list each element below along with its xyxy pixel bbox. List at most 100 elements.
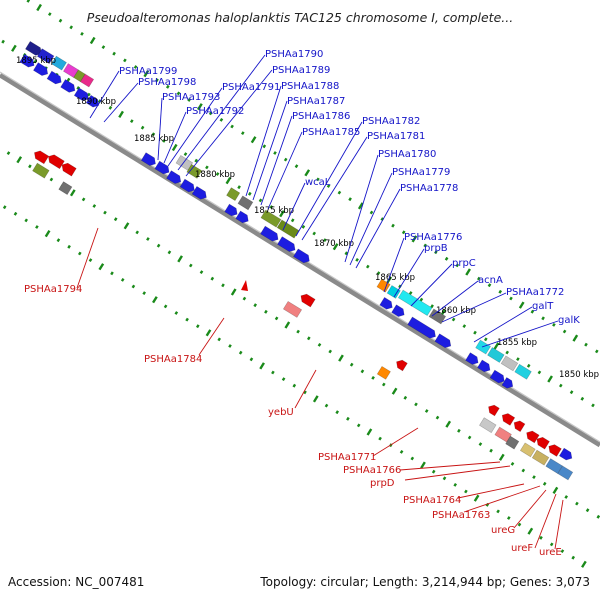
- gene-feature[interactable]: [407, 316, 438, 340]
- gene-feature[interactable]: [282, 300, 303, 318]
- gene-feature[interactable]: [428, 308, 447, 325]
- reverse-leader-lines: [76, 227, 564, 550]
- gene-label-pshaa1787[interactable]: PSHAa1787: [287, 96, 345, 107]
- gene-label-pshaa1789[interactable]: PSHAa1789: [272, 65, 330, 76]
- gene-label-pshaa1766[interactable]: PSHAa1766: [343, 465, 401, 476]
- gene-feature[interactable]: [154, 160, 172, 176]
- gene-feature[interactable]: [376, 365, 391, 380]
- gene-feature[interactable]: [535, 435, 550, 450]
- gene-feature[interactable]: [186, 163, 203, 179]
- gene-feature[interactable]: [191, 185, 209, 201]
- gene-feature[interactable]: [140, 152, 158, 168]
- gene-feature[interactable]: [558, 447, 574, 462]
- gene-label-galt[interactable]: galT: [532, 301, 554, 312]
- gene-feature[interactable]: [58, 181, 73, 195]
- gene-feature[interactable]: [73, 87, 91, 103]
- gene-label-galk[interactable]: galK: [558, 315, 580, 326]
- gene-label-pshaa1763[interactable]: PSHAa1763: [432, 510, 490, 521]
- gene-label-pshaa1776[interactable]: PSHAa1776: [404, 232, 462, 243]
- gene-feature[interactable]: [299, 292, 316, 308]
- gene-feature[interactable]: [557, 465, 574, 481]
- gene-label-pshaa1780[interactable]: PSHAa1780: [378, 149, 436, 160]
- gene-feature[interactable]: [237, 195, 254, 211]
- gene-feature[interactable]: [514, 363, 532, 380]
- gene-feature[interactable]: [51, 55, 67, 71]
- gene-label-pshaa1781[interactable]: PSHAa1781: [367, 131, 425, 142]
- gene-feature[interactable]: [60, 161, 77, 177]
- gene-feature[interactable]: [235, 210, 251, 225]
- gene-feature[interactable]: [500, 355, 519, 372]
- gene-feature[interactable]: [277, 236, 297, 254]
- gene-label-acna[interactable]: acnA: [478, 275, 503, 286]
- gene-feature[interactable]: [32, 162, 50, 179]
- gene-feature[interactable]: [531, 449, 550, 466]
- gene-feature[interactable]: [179, 178, 197, 194]
- gene-feature[interactable]: [60, 79, 78, 94]
- gene-label-pshaa1771[interactable]: PSHAa1771: [318, 452, 376, 463]
- gene-label-pshaa1792[interactable]: PSHAa1792: [186, 106, 244, 117]
- gene-label-uree[interactable]: ureE: [539, 547, 562, 558]
- gene-feature-marker[interactable]: [241, 280, 248, 291]
- gene-feature[interactable]: [386, 285, 401, 299]
- scale-tick: [262, 144, 267, 149]
- gene-feature[interactable]: [46, 70, 64, 86]
- gene-feature[interactable]: [32, 149, 50, 165]
- gene-label-pshaa1794[interactable]: PSHAa1794: [24, 284, 82, 295]
- gene-feature[interactable]: [394, 358, 408, 372]
- gene-feature[interactable]: [226, 187, 241, 201]
- gene-label-uref[interactable]: ureF: [511, 543, 533, 554]
- gene-feature[interactable]: [36, 48, 55, 65]
- scale-tick: [366, 428, 373, 436]
- gene-feature[interactable]: [486, 403, 500, 417]
- gene-label-wcal[interactable]: wcaL: [305, 177, 331, 188]
- gene-feature[interactable]: [501, 377, 515, 390]
- gene-feature[interactable]: [166, 170, 184, 186]
- scale-tick: [176, 91, 181, 96]
- gene-feature[interactable]: [80, 73, 95, 88]
- gene-label-pshaa1788[interactable]: PSHAa1788: [281, 81, 339, 92]
- gene-label-ureg[interactable]: ureG: [491, 525, 515, 536]
- gene-feature[interactable]: [505, 435, 520, 450]
- gene-feature[interactable]: [545, 458, 563, 474]
- gene-feature[interactable]: [379, 296, 395, 311]
- gene-label-pshaa1799[interactable]: PSHAa1799: [119, 66, 177, 77]
- gene-label-pshaa1779[interactable]: PSHAa1779: [392, 167, 450, 178]
- gene-label-prpd[interactable]: prpD: [370, 478, 395, 489]
- gene-feature[interactable]: [479, 417, 497, 434]
- gene-label-yebu[interactable]: yebU: [268, 407, 294, 418]
- gene-label-prpb[interactable]: prpB: [424, 243, 448, 254]
- gene-feature[interactable]: [500, 411, 516, 426]
- gene-feature[interactable]: [487, 347, 505, 363]
- gene-label-pshaa1791[interactable]: PSHAa1791: [222, 82, 280, 93]
- gene-label-prpc[interactable]: prpC: [452, 258, 476, 269]
- gene-feature[interactable]: [524, 429, 540, 444]
- gene-label-pshaa1790[interactable]: PSHAa1790: [265, 49, 323, 60]
- gene-feature[interactable]: [434, 333, 453, 350]
- gene-label-pshaa1764[interactable]: PSHAa1764: [403, 495, 461, 506]
- gene-feature[interactable]: [512, 419, 526, 433]
- gene-feature[interactable]: [519, 442, 536, 458]
- gene-feature[interactable]: [19, 53, 37, 69]
- gene-feature[interactable]: [46, 153, 65, 170]
- gene-feature[interactable]: [465, 352, 481, 367]
- gene-feature[interactable]: [85, 94, 101, 109]
- gene-feature[interactable]: [293, 248, 311, 265]
- gene-label-pshaa1782[interactable]: PSHAa1782: [362, 116, 420, 127]
- gene-feature[interactable]: [224, 203, 240, 218]
- gene-label-pshaa1798[interactable]: PSHAa1798: [138, 77, 196, 88]
- gene-feature[interactable]: [489, 369, 507, 385]
- gene-feature[interactable]: [33, 62, 50, 78]
- gene-feature[interactable]: [260, 209, 282, 228]
- gene-feature[interactable]: [397, 289, 433, 317]
- gene-feature[interactable]: [546, 442, 562, 457]
- gene-label-pshaa1785[interactable]: PSHAa1785: [302, 127, 360, 138]
- gene-label-pshaa1778[interactable]: PSHAa1778: [400, 183, 458, 194]
- gene-label-pshaa1786[interactable]: PSHAa1786: [292, 111, 350, 122]
- gene-feature[interactable]: [276, 219, 300, 239]
- gene-label-pshaa1784[interactable]: PSHAa1784: [144, 354, 202, 365]
- gene-feature[interactable]: [260, 225, 280, 243]
- gene-label-pshaa1772[interactable]: PSHAa1772: [506, 287, 564, 298]
- gene-feature[interactable]: [477, 359, 492, 374]
- gene-feature[interactable]: [391, 304, 407, 319]
- gene-label-pshaa1793[interactable]: PSHAa1793: [162, 92, 220, 103]
